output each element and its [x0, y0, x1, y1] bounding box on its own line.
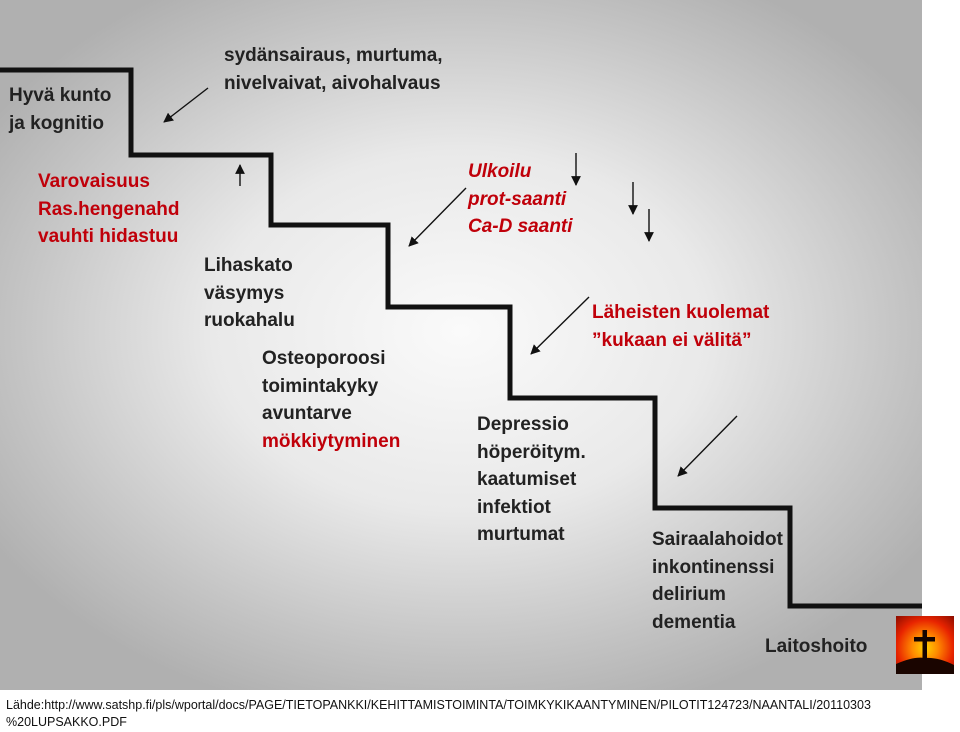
label-diseases: sydänsairaus, murtuma, nivelvaivat, aivo… [224, 45, 443, 94]
arrow-diagonal-icon [163, 87, 209, 123]
label-loss: Läheisten kuolemat ”kukaan ei välitä” [592, 302, 770, 351]
label-care-home: Laitoshoito [765, 636, 868, 657]
source-citation: Lähde:http://www.satshp.fi/pls/wportal/d… [6, 698, 871, 729]
arrow-diagonal-icon [408, 187, 467, 247]
decline-staircase [0, 67, 922, 609]
label-depression: Depressio höperöitym. kaatumiset infekti… [477, 414, 586, 545]
arrow-diagonal-icon [677, 415, 738, 477]
label-muscle: Lihaskato väsymys ruokahalu [204, 255, 295, 331]
label-hospital: Sairaalahoidot inkontinenssi delirium de… [652, 529, 783, 633]
label-start: Hyvä kunto ja kognitio [9, 85, 112, 134]
arrow-diagonal-icon [530, 296, 590, 355]
label-caution: Varovaisuus Ras.hengenahd vauhti hidastu… [38, 171, 180, 247]
cross-sunset-icon [896, 616, 954, 674]
staircase-diagram [0, 67, 922, 609]
slide-background: Hyvä kunto ja kognitio sydänsairaus, mur… [0, 0, 922, 690]
label-osteo: Osteoporoosi toimintakyky avuntarve mökk… [262, 348, 401, 452]
label-outdoor: Ulkoilu prot-saanti Ca-D saanti [468, 161, 573, 237]
